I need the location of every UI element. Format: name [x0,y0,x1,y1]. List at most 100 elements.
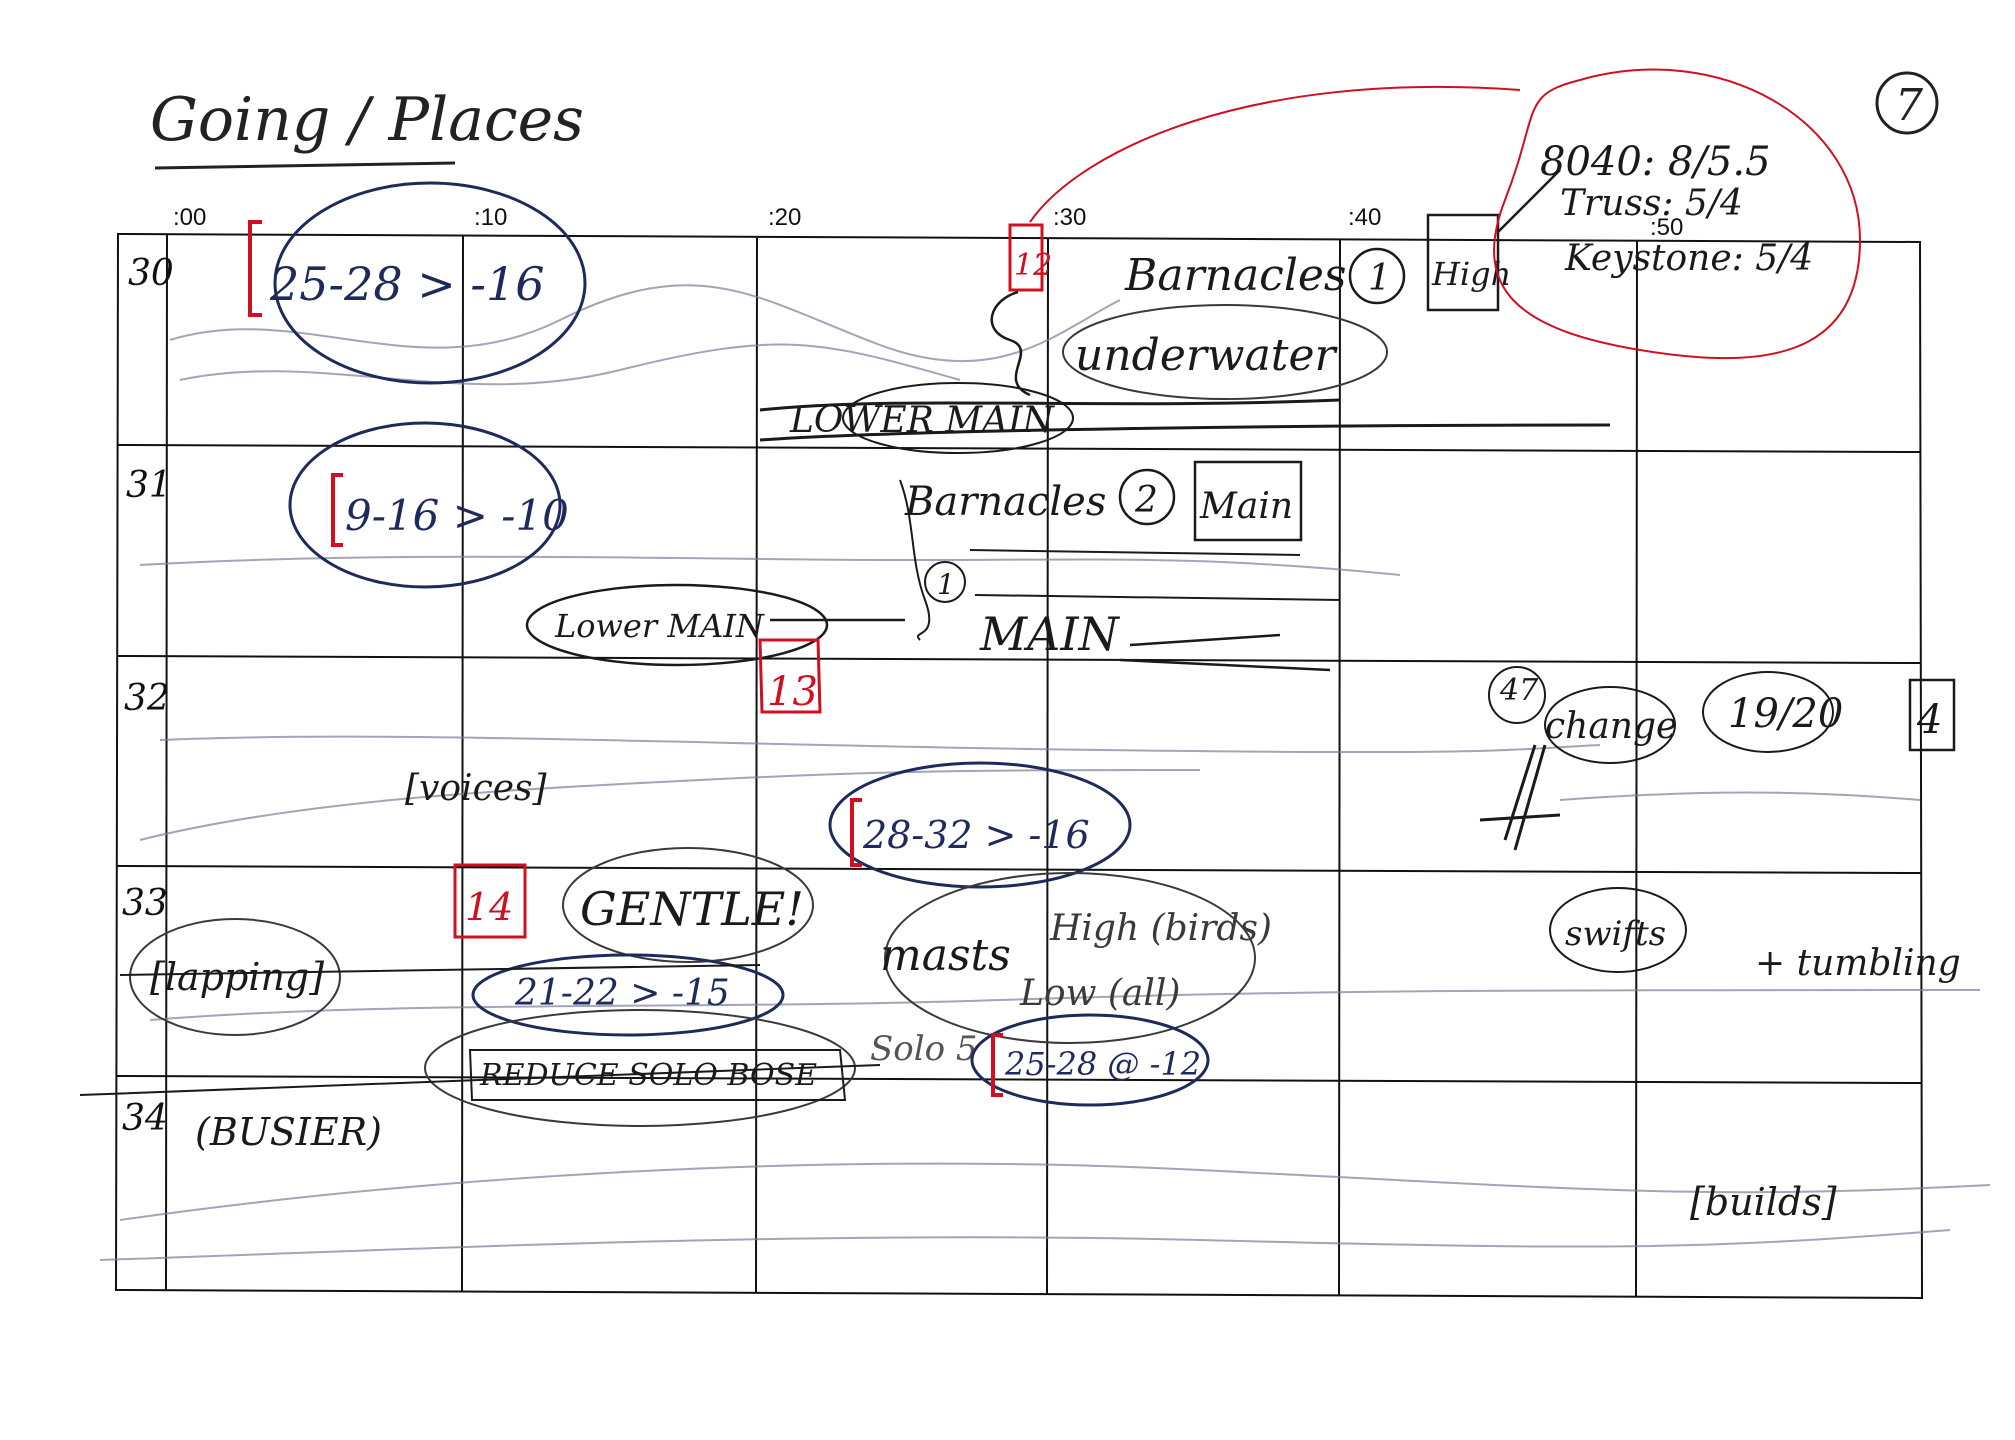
barnacles-num-circle [1348,247,1406,305]
range-text: 9-16 > -10 [345,491,569,540]
time-col-30: :30 [1053,204,1086,231]
reduce-label: REDUCE SOLO BOSE [479,1058,817,1093]
lapping-circle [129,918,341,1036]
high-label: High [1431,255,1511,293]
cue-one-circle [924,561,966,603]
barnacles-num: 1 [1368,258,1391,299]
voices-label: [voices] [405,768,548,809]
struck-circle [842,382,1074,454]
change-num-circle [1488,666,1546,724]
wave-row34-a [119,1162,1991,1221]
tumbling-label: + tumbling [1755,943,1961,984]
red-connector-line [1029,85,1521,223]
four-box [1908,678,1956,752]
red-note-truss: Truss: 5/4 [1560,183,1743,224]
minute-row-labels: 30 31 32 33 34 [122,253,174,1139]
wave-row32-c [1559,791,1921,801]
grid-vline-00 [461,235,464,1293]
cue-box [453,863,527,939]
high-box [1426,213,1500,312]
grid-vline-30 [1338,239,1341,1296]
change-label: change [1545,706,1677,747]
grid-vline-40 [1635,240,1638,1298]
solo-label: Solo 5 [870,1029,978,1069]
grid-border [114,232,1924,1300]
time-col-00: :00 [173,204,206,231]
red-bracket [331,473,343,547]
underwater-label: underwater [1075,330,1339,381]
row-34-annotations: (BUSIER) [builds] [195,1110,1837,1224]
range2-text: 25-28 @ -12 [1004,1045,1201,1083]
dash-lines [969,549,1341,601]
main2-underline [1119,633,1331,672]
lower-main-circle [525,583,829,667]
cue-number: 12 [1014,248,1052,283]
barnacles-num-circle [1118,468,1176,526]
swifts-label: swifts [1565,914,1666,954]
row-label-30: 30 [128,253,174,294]
row-label-31: 31 [126,465,172,506]
sheet-title: Going / Places [150,85,584,155]
red-note-keystone: Keystone: 5/4 [1564,238,1813,279]
wave-row34-b [99,1229,1951,1261]
grid-vline-10 [755,237,758,1294]
builds-label: [builds] [1690,1180,1837,1224]
range2-circle [970,1013,1210,1107]
row-33-annotations: [lapping] 14 GENTLE! 21-22 > -15 REDUCE … [79,847,1961,1127]
busier-label: (BUSIER) [195,1110,382,1154]
swifts-circle [1549,887,1687,973]
red-annotation-balloon: 8040: 8/5.5 Truss: 5/4 Keystone: 5/4 [1029,68,1862,360]
range-circle [288,421,562,589]
row-32-annotations: 13 [voices] 28-32 > -16 47 change 19/20 … [405,638,1956,889]
range-text: 21-22 > -15 [514,973,730,1014]
wave-row32-a [159,735,1601,754]
wave-row31 [139,555,1401,576]
strike-lines [759,398,1611,442]
schedule-grid [114,232,1924,1300]
red-bracket [248,220,262,317]
gentle-circle [562,847,814,963]
wave-row33 [149,989,1981,1021]
ratio-circle [1702,671,1834,753]
red-note-8040: 8040: 8/5.5 [1540,139,1771,185]
barnacles-label: Barnacles [1124,250,1347,301]
masts-label: masts [880,930,1011,981]
main2-label: MAIN [979,607,1120,661]
grid-vline-20 [1046,238,1049,1295]
four-label: 4 [1916,697,1942,743]
red-bracket [850,798,862,867]
page-number-circle [1875,71,1939,135]
time-col-10: :10 [474,204,507,231]
row-31-annotations: 9-16 > -10 Barnacles 2 Main 1 Lower MAIN… [288,421,1341,672]
cue-number: 13 [767,669,818,715]
reduce-circle [424,1009,856,1127]
cue-number: 14 [465,885,513,929]
cue-box [758,638,822,714]
barnacles-num: 2 [1134,480,1158,521]
range-text: 25-28 > -16 [269,257,544,311]
range-text: 28-32 > -16 [862,813,1090,857]
squiggle-connector [990,290,1031,397]
change-num: 47 [1499,673,1539,708]
pointer-line [1497,169,1561,233]
grid-hline-4 [115,1075,1922,1084]
range-circle [828,761,1132,889]
masts-circle [884,872,1256,1044]
page-number-badge: 7 [1875,71,1939,135]
time-col-40: :40 [1348,204,1381,231]
row-label-32: 32 [124,678,170,719]
range-circle [273,181,587,385]
wave-row30-b [179,343,961,386]
wave-row30-a [169,284,1121,363]
wave-row32-b [139,769,1201,841]
grid-hline-3 [116,865,1922,874]
change-arrow [1479,744,1561,851]
barnacles-label: Barnacles [904,479,1106,525]
red-balloon [1493,68,1862,360]
ratio-label: 19/20 [1728,691,1843,737]
time-col-50: :50 [1650,214,1683,241]
grid-hline-2 [116,655,1921,664]
main-box [1193,460,1303,542]
title-underline [154,161,456,170]
